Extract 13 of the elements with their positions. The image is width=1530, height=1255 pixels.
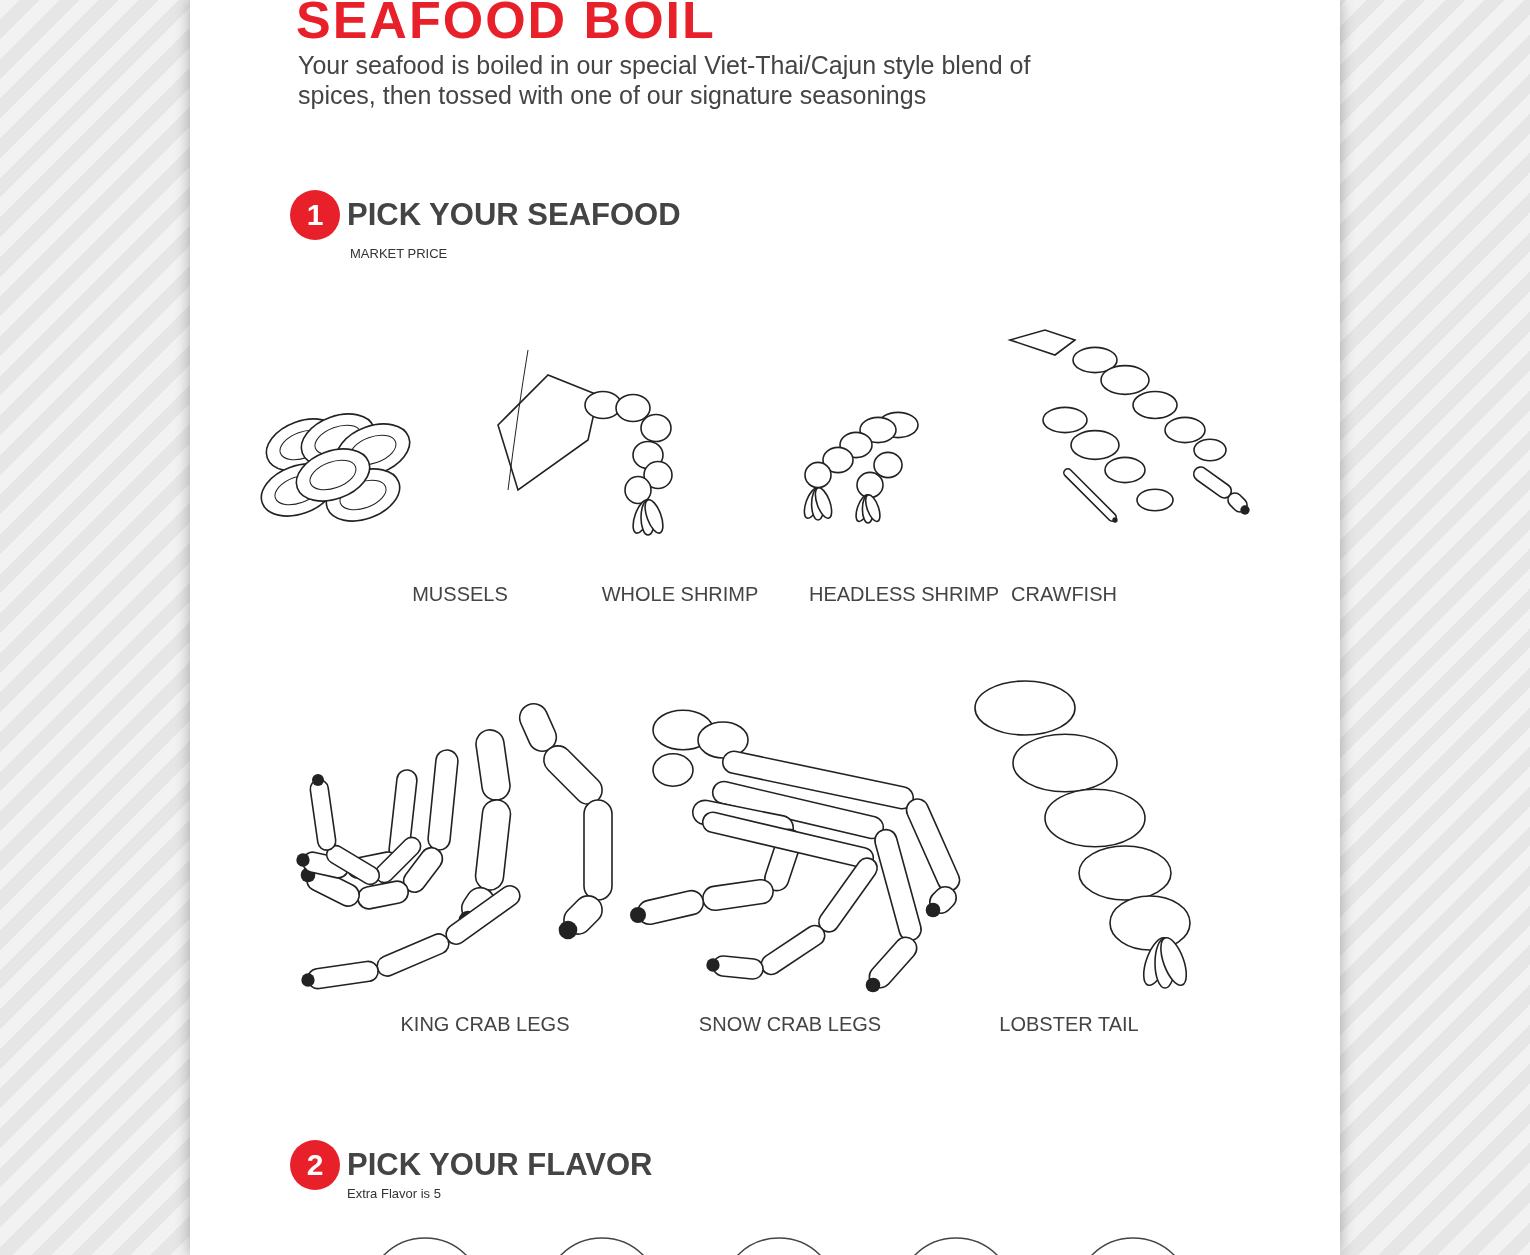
intro-paragraph: Your seafood is boiled in our special Viet-Thai/Cajun style blend of spices, then tossed with one of our signature seasonings — [298, 50, 1032, 110]
item-name: KING CRAB LEGS — [400, 1013, 570, 1036]
section-heading: PICK YOUR SEAFOOD — [347, 199, 681, 230]
item-name: SNOW CRAB LEGS — [698, 1013, 882, 1036]
price-note: Extra Flavor is 5 — [347, 1186, 441, 1201]
menu-title: SEAFOOD BOIL — [296, 0, 716, 46]
item-name: MUSSELS — [412, 583, 508, 606]
section-heading: PICK YOUR FLAVOR — [347, 1149, 653, 1180]
item-name: LOBSTER TAIL — [999, 1013, 1139, 1036]
price-note: MARKET PRICE — [350, 246, 448, 261]
item-name: WHOLE SHRIMP — [601, 583, 759, 606]
item-name: HEADLESS SHRIMP — [808, 583, 1000, 606]
item-name: CRAWFISH — [1011, 583, 1117, 606]
